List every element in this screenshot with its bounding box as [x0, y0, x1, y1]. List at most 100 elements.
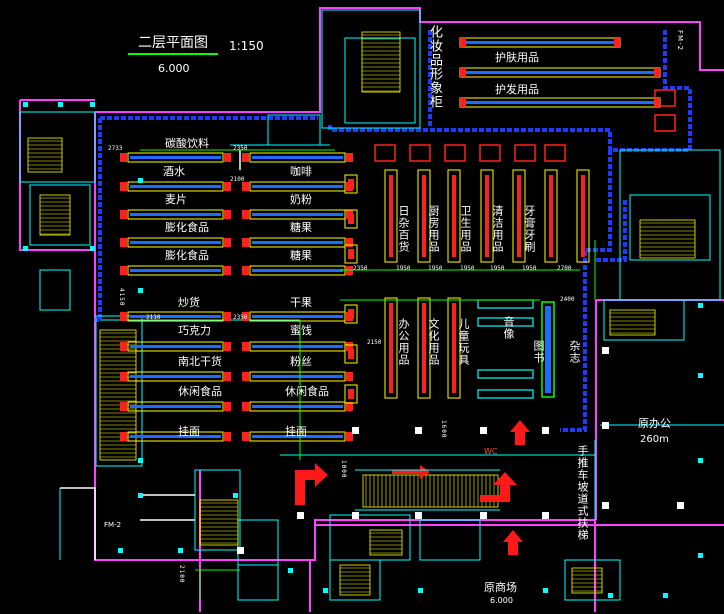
dim-6: 2110 [146, 314, 161, 321]
grid-marker [698, 303, 703, 308]
shelf-stock [252, 435, 343, 438]
structural-column [542, 427, 549, 434]
counter [479, 144, 501, 162]
shelf-row [127, 265, 224, 276]
dim-10: 1950 [490, 265, 505, 272]
book-shelf [541, 301, 555, 398]
grid-marker [118, 548, 123, 553]
label-chocolate: 巧克力 [178, 324, 211, 337]
structural-column [297, 512, 304, 519]
display-block [344, 209, 358, 229]
gondola-upper-core [452, 175, 456, 257]
shelf-endcap [224, 238, 231, 247]
label-cosmetics: 化妆品形象柜 [427, 25, 442, 109]
label-mall: 原商场 [484, 581, 517, 594]
label-office-room: 原办公 [638, 417, 671, 430]
cosmetic-stock [463, 101, 657, 104]
shelf-endcap [224, 210, 231, 219]
display-block [344, 384, 358, 404]
grid-marker [288, 568, 293, 573]
gondola-upper [417, 169, 431, 263]
grid-marker [90, 102, 95, 107]
shelf-stock [252, 156, 343, 159]
gondola-upper-core [422, 175, 426, 257]
shelf-row [249, 401, 346, 412]
gondola-lower [447, 297, 461, 399]
structural-column [237, 547, 244, 554]
label-preserved: 蜜饯 [290, 324, 312, 337]
label-books: 图书 [532, 340, 545, 364]
shelf-endcap [346, 342, 353, 351]
label-mall-elevation: 6.000 [490, 596, 513, 605]
gondola-upper-core [549, 175, 553, 257]
cosmetic-endcap [460, 98, 466, 107]
partitions [19, 9, 724, 601]
shelf-row [249, 431, 346, 442]
shelf-row [127, 431, 224, 442]
label-fried: 炒货 [178, 296, 200, 309]
shelf-endcap [120, 182, 127, 191]
label-noodles-1: 挂面 [178, 425, 200, 438]
shelf-endcap [242, 266, 249, 275]
shelf-stock [130, 405, 221, 408]
grid-marker [178, 548, 183, 553]
drawing-elevation: 6.000 [158, 62, 190, 75]
structural-column [602, 502, 609, 509]
label-soft-drinks: 碳酸饮料 [165, 137, 209, 150]
shelf-stock [130, 185, 221, 188]
label-snacks-1: 休闲食品 [178, 385, 222, 398]
shelf-endcap [346, 372, 353, 381]
gondola-upper [447, 169, 461, 263]
drawing-title: 二层平面图 [138, 35, 208, 51]
columns [237, 347, 684, 554]
shelf-endcap [242, 402, 249, 411]
shelf-endcap [120, 153, 127, 162]
shelves [120, 37, 676, 442]
label-magazine: 杂志 [568, 340, 581, 364]
counter [654, 89, 676, 107]
display-core [348, 349, 354, 359]
structural-column [602, 422, 609, 429]
structural-column [415, 512, 422, 519]
structural-column [542, 512, 549, 519]
shelf-endcap [242, 372, 249, 381]
cosmetic-endcap [460, 68, 466, 77]
gondola-upper-core [485, 175, 489, 257]
gondola-lower-core [422, 303, 426, 393]
label-audio: 音像 [502, 316, 515, 340]
shelf-stock [130, 315, 221, 318]
media-shelf [477, 299, 534, 309]
shelf-stock [130, 375, 221, 378]
dim-8: 1950 [428, 265, 443, 272]
label-cleaning: 清洁用品 [491, 205, 504, 253]
grid-marker [323, 588, 328, 593]
shelf-endcap [346, 432, 353, 441]
label-milk-powder: 奶粉 [290, 193, 312, 206]
gondola-upper-core [581, 175, 585, 257]
shelf-endcap [120, 342, 127, 351]
shelf-endcap [242, 210, 249, 219]
cyan-markers [23, 102, 703, 598]
shelf-stock [130, 269, 221, 272]
dim-4: 1950 [396, 265, 411, 272]
gondola-lower [384, 297, 398, 399]
cosmetic-stock [463, 71, 657, 74]
shelf-stock [252, 269, 343, 272]
structural-column [352, 512, 359, 519]
shelf-endcap [242, 342, 249, 351]
counter [444, 144, 466, 162]
dim-7: 2350 [233, 314, 248, 321]
counter [654, 114, 676, 132]
display-core [348, 249, 354, 259]
shelf-endcap [224, 432, 231, 441]
shelf-endcap [224, 372, 231, 381]
shelf-stock [252, 315, 343, 318]
grid-marker [698, 458, 703, 463]
dim-13: 2400 [560, 296, 575, 303]
shelf-endcap [346, 238, 353, 247]
shelf-row [127, 371, 224, 382]
label-dried-goods: 南北干货 [178, 355, 222, 368]
label-wine: 酒水 [163, 165, 185, 178]
cosmetic-endcap [654, 98, 660, 107]
